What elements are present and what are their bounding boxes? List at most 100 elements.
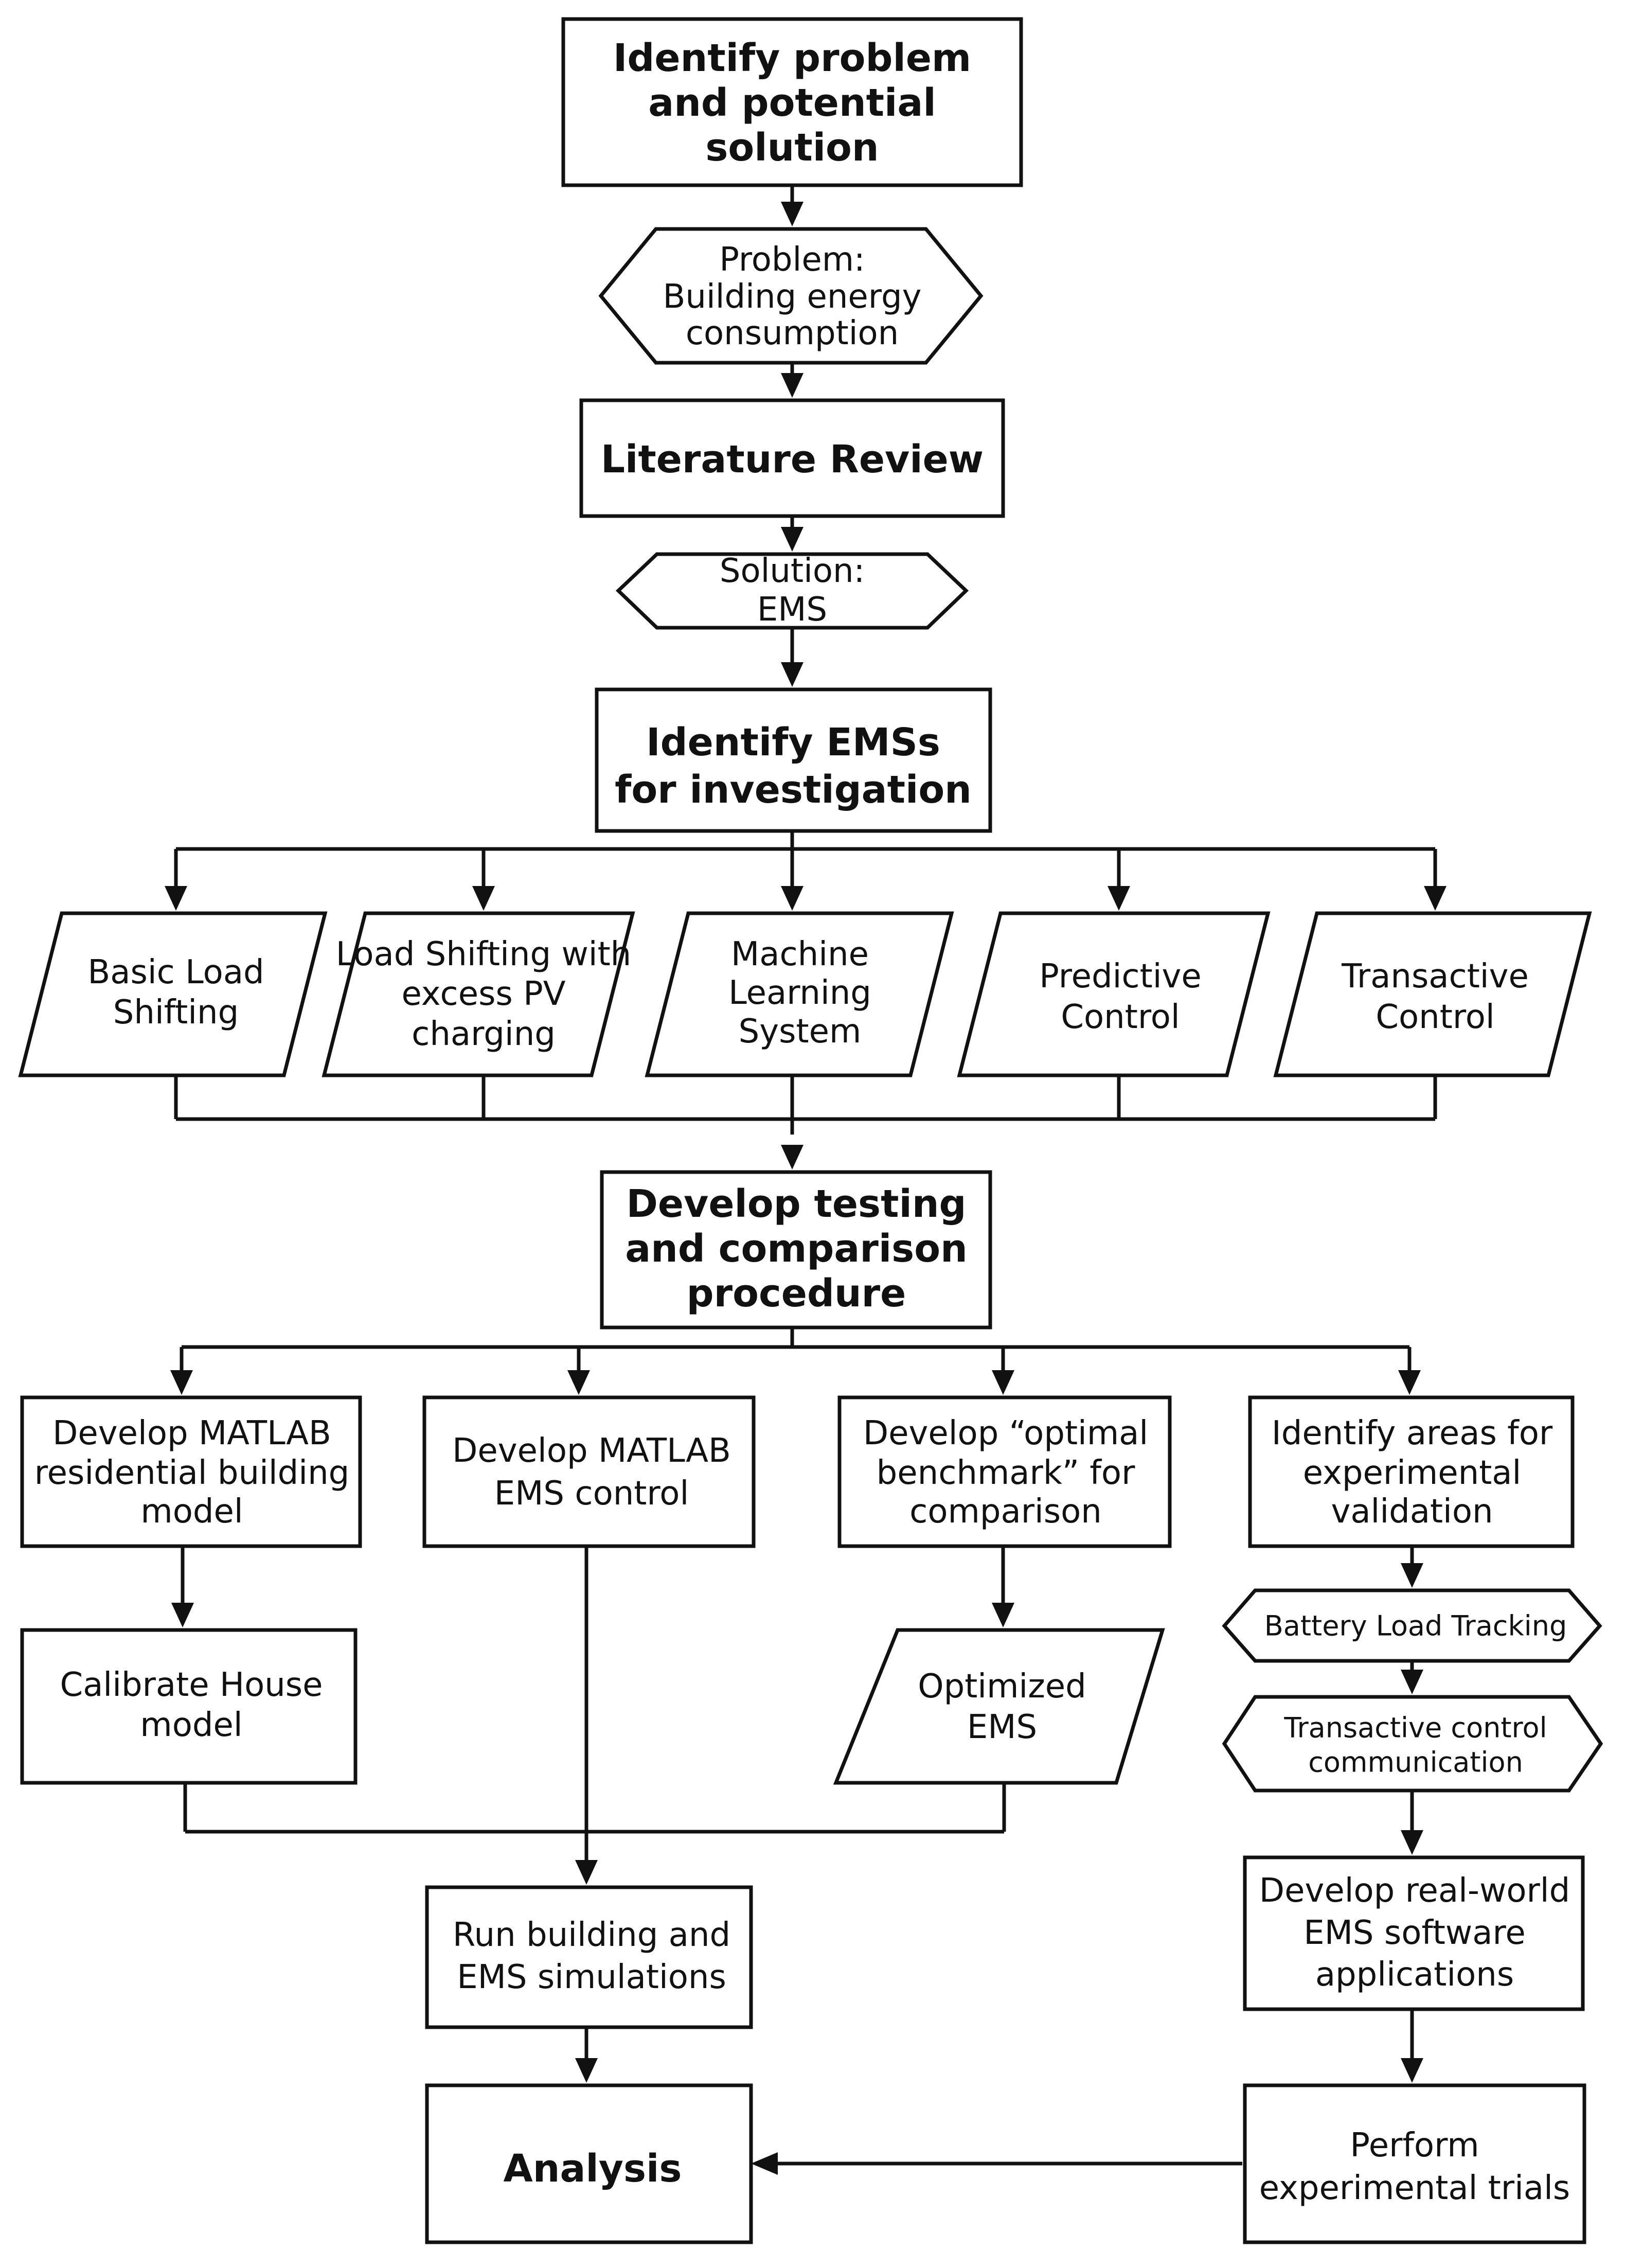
arrowhead xyxy=(992,1370,1014,1395)
node-real-world-ems-line-2: EMS software xyxy=(1303,1914,1525,1952)
node-identify-problem: Identify problem and potential solution xyxy=(561,17,1023,187)
node-run-simulations-line-1: Run building and xyxy=(453,1916,730,1954)
arrowhead xyxy=(781,662,803,687)
node-identify-problem-line-2: and potential xyxy=(648,81,936,125)
node-experimental-validation-line-3: validation xyxy=(1331,1493,1493,1531)
node-develop-testing-box xyxy=(600,1170,992,1330)
node-optimized-ems-line-2: EMS xyxy=(967,1708,1037,1746)
arrowhead xyxy=(781,202,803,226)
node-matlab-building-model-box xyxy=(20,1395,362,1548)
node-matlab-building-model-line-2: residential building xyxy=(34,1454,350,1492)
node-optimal-benchmark-line-1: Develop “optimal xyxy=(863,1414,1148,1452)
node-basic-load-shifting-line-2: Shifting xyxy=(113,994,239,1032)
node-real-world-ems-line-3: applications xyxy=(1315,1956,1514,1994)
node-perform-trials-line-1: Perform xyxy=(1350,2127,1479,2165)
node-identify-emss: Identify EMSs for investigation xyxy=(595,687,992,833)
node-perform-trials-box xyxy=(1243,2083,1586,2244)
node-develop-testing-line-1: Develop testing xyxy=(627,1182,967,1226)
arrowhead xyxy=(1401,1563,1423,1588)
node-basic-load-shifting-line-1: Basic Load xyxy=(87,953,264,991)
node-literature-review-line-1: Literature Review xyxy=(601,437,984,482)
node-solution-line-1: Solution: xyxy=(720,552,865,590)
node-basic-load-shifting: Basic Load Shifting xyxy=(18,911,328,1077)
node-predictive-control: Predictive Control xyxy=(957,911,1271,1077)
node-problem-line-3: consumption xyxy=(686,314,899,352)
arrowhead xyxy=(992,1603,1014,1627)
arrowhead xyxy=(170,1370,193,1395)
node-matlab-ems-control-line-1: Develop MATLAB xyxy=(452,1432,731,1470)
node-identify-problem-line-1: Identify problem xyxy=(613,36,971,80)
node-matlab-ems-control-line-2: EMS control xyxy=(494,1475,689,1513)
arrowhead xyxy=(1108,886,1130,911)
node-run-simulations-box xyxy=(425,1885,753,2029)
arrowheads xyxy=(165,202,1447,2175)
node-machine-learning-line-2: Learning xyxy=(728,974,871,1012)
node-transactive-control-line-2: Control xyxy=(1376,998,1494,1036)
node-run-simulations: Run building and EMS simulations xyxy=(425,1885,753,2029)
node-real-world-ems: Develop real-world EMS software applicat… xyxy=(1243,1855,1585,2011)
node-battery-load-tracking: Battery Load Tracking xyxy=(1222,1588,1602,1663)
node-experimental-validation-line-1: Identify areas for xyxy=(1272,1414,1553,1452)
node-basic-load-shifting-shape xyxy=(18,911,328,1077)
node-real-world-ems-box xyxy=(1243,1855,1585,2011)
node-calibrate-house-box xyxy=(20,1628,358,1785)
node-identify-problem-line-3: solution xyxy=(705,126,879,170)
arrowhead xyxy=(171,1603,194,1627)
node-load-shifting-pv-shape xyxy=(322,911,635,1077)
node-perform-trials-line-2: experimental trials xyxy=(1259,2169,1570,2207)
arrowhead xyxy=(781,373,803,398)
node-run-simulations-line-2: EMS simulations xyxy=(457,1958,726,1996)
arrowhead xyxy=(165,886,187,911)
node-machine-learning-line-3: System xyxy=(739,1013,862,1051)
node-solution-hexagon xyxy=(615,552,969,630)
node-load-shifting-pv-line-1: Load Shifting with xyxy=(336,935,631,973)
node-perform-trials: Perform experimental trials xyxy=(1243,2083,1586,2244)
node-transactive-communication-hexagon xyxy=(1222,1695,1603,1793)
node-load-shifting-pv-line-3: charging xyxy=(412,1015,556,1053)
node-optimal-benchmark-box xyxy=(837,1395,1172,1548)
arrowhead xyxy=(567,1370,590,1395)
node-matlab-ems-control: Develop MATLAB EMS control xyxy=(422,1395,756,1548)
arrowhead xyxy=(1401,2058,1423,2083)
node-real-world-ems-line-1: Develop real-world xyxy=(1259,1872,1570,1910)
node-transactive-control-shape xyxy=(1273,911,1592,1077)
node-machine-learning-line-1: Machine xyxy=(731,935,869,973)
node-identify-emss-line-1: Identify EMSs xyxy=(646,720,940,765)
node-battery-load-tracking-line-1: Battery Load Tracking xyxy=(1264,1610,1567,1642)
node-load-shifting-pv-line-2: excess PV xyxy=(402,975,566,1013)
node-optimized-ems-shape xyxy=(833,1628,1165,1785)
node-calibrate-house-line-2: model xyxy=(140,1706,242,1744)
node-machine-learning: Machine Learning System xyxy=(645,911,954,1077)
arrowhead xyxy=(1401,1830,1423,1855)
node-matlab-ems-control-box xyxy=(422,1395,756,1548)
node-solution: Solution: EMS xyxy=(615,552,969,630)
node-machine-learning-shape xyxy=(645,911,954,1077)
node-optimal-benchmark: Develop “optimal benchmark” for comparis… xyxy=(837,1395,1172,1548)
arrowhead xyxy=(1398,1370,1421,1395)
connectors xyxy=(174,185,1437,2166)
node-analysis: Analysis xyxy=(425,2083,753,2244)
node-literature-review: Literature Review xyxy=(579,398,1005,518)
node-optimal-benchmark-line-3: comparison xyxy=(909,1493,1102,1531)
node-analysis-box xyxy=(425,2083,753,2244)
arrowhead xyxy=(751,2152,778,2175)
node-transactive-communication-line-2: communication xyxy=(1308,1746,1523,1779)
node-problem-hexagon xyxy=(598,227,984,365)
node-load-shifting-pv: Load Shifting with excess PV charging xyxy=(322,911,635,1077)
node-experimental-validation-line-2: experimental xyxy=(1303,1454,1522,1492)
node-calibrate-house-line-1: Calibrate House xyxy=(60,1666,323,1704)
node-literature-review-box xyxy=(579,398,1005,518)
node-transactive-communication-line-1: Transactive control xyxy=(1283,1712,1547,1744)
node-develop-testing: Develop testing and comparison procedure xyxy=(600,1170,992,1330)
node-calibrate-house: Calibrate House model xyxy=(20,1628,358,1785)
node-matlab-building-model-line-3: model xyxy=(140,1493,243,1531)
node-predictive-control-shape xyxy=(957,911,1271,1077)
arrowhead xyxy=(1401,1670,1423,1694)
node-transactive-communication: Transactive control communication xyxy=(1222,1695,1603,1793)
node-experimental-validation-box xyxy=(1248,1395,1575,1548)
arrowhead xyxy=(575,2058,598,2083)
node-problem-line-2: Building energy xyxy=(663,278,922,316)
node-develop-testing-line-2: and comparison xyxy=(625,1227,968,1271)
node-problem-line-1: Problem: xyxy=(719,241,865,279)
arrowhead xyxy=(575,1860,598,1885)
